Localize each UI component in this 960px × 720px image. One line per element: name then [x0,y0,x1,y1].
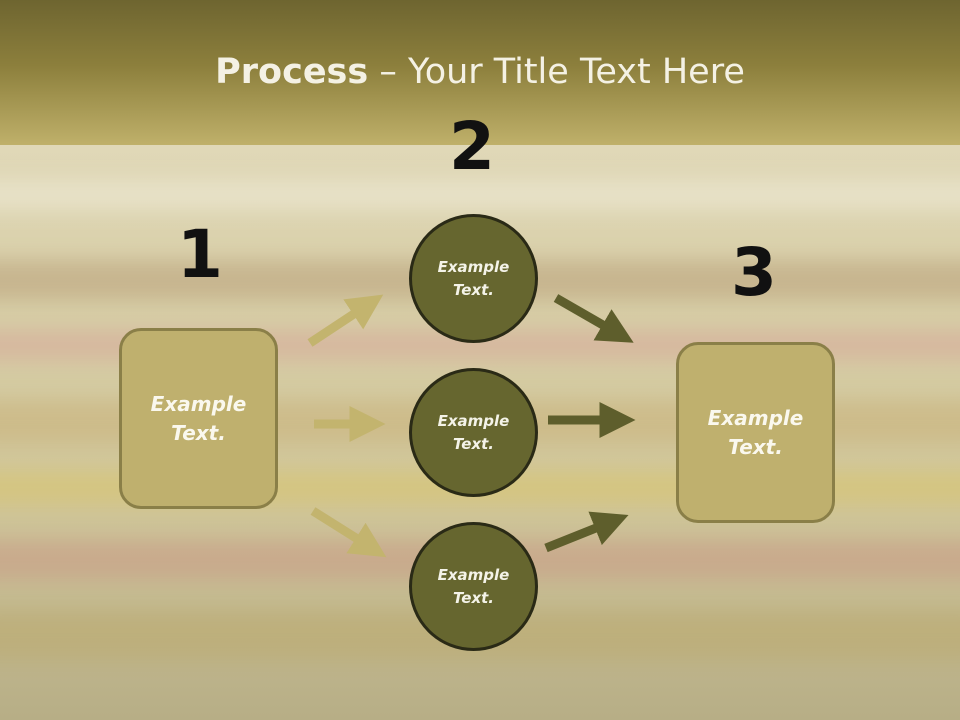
slide-title: Process – Your Title Text Here [0,52,960,92]
circle-top-text: Example Text. [437,257,510,299]
arrow-left-to-bottom [310,507,387,558]
right-text-box[interactable]: Example Text. [676,342,835,523]
circle-bottom[interactable]: Example Text. [409,522,538,651]
circle-bottom-text: Example Text. [437,565,510,607]
right-box-text: Example Text. [707,405,804,459]
step-number-3: 3 [731,234,777,311]
arrow-bottom-to-right [544,511,629,553]
title-rest: – Your Title Text Here [368,52,745,92]
circle-middle[interactable]: Example Text. [409,368,538,497]
title-bold: Process [215,52,369,92]
left-box-text: Example Text. [150,391,247,445]
arrow-top-to-right [553,294,634,343]
step-number-2: 2 [449,108,495,185]
left-text-box[interactable]: Example Text. [119,328,278,509]
step-number-1: 1 [177,216,223,293]
title-bar: Process – Your Title Text Here [0,0,960,145]
arrow-left-to-top [307,294,384,347]
circle-middle-text: Example Text. [437,411,510,453]
circle-top[interactable]: Example Text. [409,214,538,343]
